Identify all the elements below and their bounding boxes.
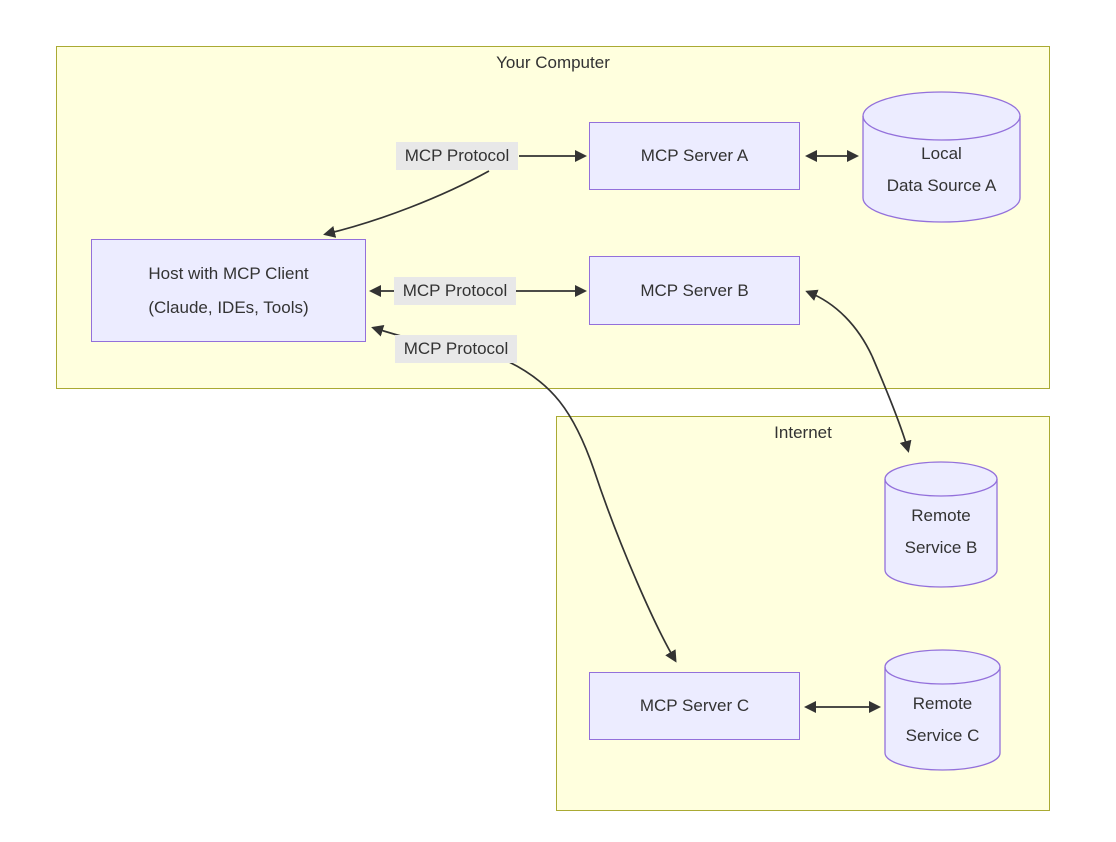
node-mcp-server-b: MCP Server B [589,256,800,325]
your-computer-title: Your Computer [496,53,610,72]
local-data-source-a-label: Local Data Source A [863,126,1020,214]
mcp-server-c-label: MCP Server C [639,696,750,715]
local-data-a-line1: Local [921,144,962,163]
edge-label-mcp-protocol-b: MCP Protocol [394,277,516,305]
node-mcp-server-c: MCP Server C [589,672,800,740]
remote-c-line1: Remote [912,694,973,713]
mcp-server-b-label: MCP Server B [640,280,749,300]
internet-title: Internet [774,423,832,442]
host-label-line1: Host with MCP Client [148,263,309,283]
remote-service-b-label: Remote Service B [885,484,997,580]
remote-b-line1: Remote [911,506,971,525]
edge-label-mcp-protocol-c: MCP Protocol [395,335,517,363]
edge-label-mcp-protocol-a: MCP Protocol [396,142,518,170]
node-mcp-server-a: MCP Server A [589,122,800,190]
remote-c-line2: Service C [905,726,980,745]
node-host-with-mcp-client: Host with MCP Client (Claude, IDEs, Tool… [91,239,366,342]
remote-b-line2: Service B [904,538,978,557]
local-data-a-line2: Data Source A [886,176,997,195]
host-label-line2: (Claude, IDEs, Tools) [148,297,309,317]
remote-service-c-label: Remote Service C [885,672,1000,768]
mcp-server-a-label: MCP Server A [640,146,749,165]
